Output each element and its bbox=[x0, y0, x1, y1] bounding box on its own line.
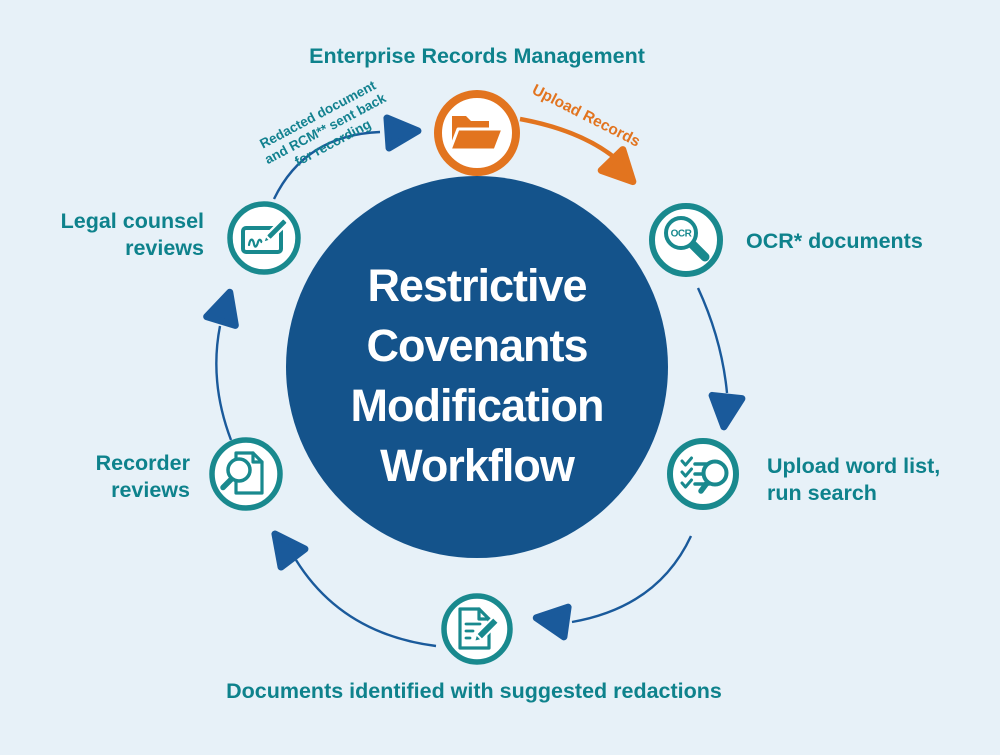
center-circle bbox=[286, 176, 668, 558]
signature-pen-icon bbox=[241, 217, 289, 254]
document-pencil-icon bbox=[458, 607, 500, 650]
folder-icon bbox=[448, 116, 505, 152]
arrowhead-to-recorder-icon bbox=[271, 530, 309, 571]
arrowhead-to-erm-icon bbox=[383, 114, 422, 152]
wordlist-label-line1: Upload word list, bbox=[767, 454, 940, 478]
node-wordlist bbox=[667, 438, 739, 510]
node-redactions bbox=[441, 593, 513, 665]
sent-back-edge-label: Redacted document and RCM** sent back fo… bbox=[257, 77, 389, 169]
arrowhead-to-wordlist-icon bbox=[708, 391, 746, 431]
wordlist-label-line2: run search bbox=[767, 481, 877, 505]
arrowhead-to-redactions-icon bbox=[532, 603, 572, 641]
legal-label-line2: reviews bbox=[125, 236, 204, 260]
center-title-line: Covenants bbox=[366, 320, 587, 371]
arc-ocr-to-wordlist bbox=[696, 287, 729, 394]
redactions-circle bbox=[441, 593, 513, 665]
legal-label-line1: Legal counsel bbox=[61, 209, 204, 233]
arc-wordlist-to-redactions bbox=[571, 535, 693, 624]
erm-label: Enterprise Records Management bbox=[309, 44, 645, 68]
checklist-search-icon bbox=[680, 456, 729, 494]
arrowhead-to-ocr-icon bbox=[597, 146, 637, 186]
node-ocr: OCR bbox=[649, 203, 723, 277]
node-recorder bbox=[209, 437, 283, 511]
arc-legal-to-erm bbox=[272, 130, 381, 200]
center-title-line: Workflow bbox=[380, 440, 576, 491]
center-title-line: Restrictive bbox=[367, 260, 586, 311]
center-title-line: Modification bbox=[351, 380, 604, 431]
document-magnifier-icon bbox=[220, 451, 264, 495]
recorder-label-line2: reviews bbox=[111, 478, 190, 502]
arc-redactions-to-recorder bbox=[294, 559, 437, 648]
recorder-label-line1: Recorder bbox=[96, 451, 191, 475]
node-erm bbox=[434, 90, 520, 176]
ocr-magnifier-icon: OCR bbox=[664, 216, 710, 262]
svg-text:OCR: OCR bbox=[671, 229, 693, 240]
arrowhead-to-legal-icon bbox=[203, 288, 239, 329]
node-legal bbox=[227, 201, 301, 275]
arc-recorder-to-legal bbox=[215, 325, 233, 441]
redactions-label: Documents identified with suggested reda… bbox=[226, 679, 722, 703]
ocr-label: OCR* documents bbox=[746, 229, 923, 253]
